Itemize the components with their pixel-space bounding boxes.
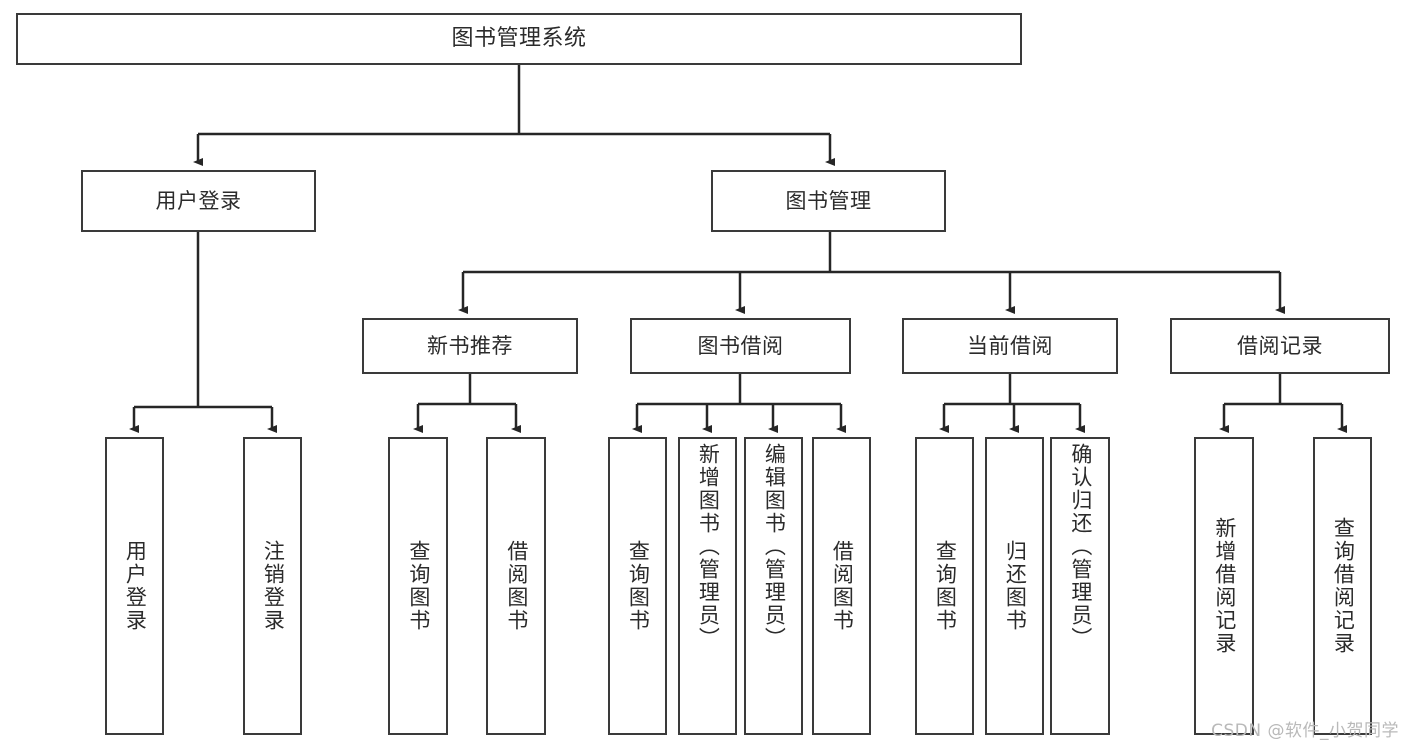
leaf-borrow-add-book[interactable]: 新增图书（管理员） [678, 437, 737, 735]
leaf-label: 查询图书 [626, 540, 651, 632]
leaf-label: 用户登录 [123, 540, 148, 632]
node-label: 借阅记录 [1237, 333, 1323, 358]
leaf-label: 查询借阅记录 [1331, 517, 1356, 655]
leaf-current-confirm-return[interactable]: 确认归还（管理员） [1050, 437, 1110, 735]
node-label: 图书管理系统 [451, 26, 587, 52]
leaf-label: 查询图书 [406, 540, 431, 632]
leaf-new-book-borrow[interactable]: 借阅图书 [486, 437, 546, 735]
leaf-label: 新增借阅记录 [1212, 517, 1237, 655]
node-current-borrow[interactable]: 当前借阅 [902, 318, 1118, 374]
node-user-login[interactable]: 用户登录 [81, 170, 316, 232]
leaf-borrow-query-book[interactable]: 查询图书 [608, 437, 667, 735]
leaf-borrow-edit-book[interactable]: 编辑图书（管理员） [744, 437, 803, 735]
leaf-current-query-book[interactable]: 查询图书 [915, 437, 974, 735]
node-book-management[interactable]: 图书管理 [711, 170, 946, 232]
leaf-label: 归还图书 [1003, 540, 1028, 632]
leaf-borrow-borrow-book[interactable]: 借阅图书 [812, 437, 871, 735]
leaf-label: 查询图书 [933, 540, 958, 632]
leaf-label: 确认归还（管理员） [1068, 443, 1093, 650]
node-new-book-recommend[interactable]: 新书推荐 [362, 318, 578, 374]
leaf-user-login-logout[interactable]: 注销登录 [243, 437, 302, 735]
node-borrow-record[interactable]: 借阅记录 [1170, 318, 1390, 374]
node-label: 新书推荐 [427, 333, 513, 358]
node-label: 用户登录 [155, 188, 242, 213]
leaf-label: 编辑图书（管理员） [762, 443, 787, 650]
leaf-label: 借阅图书 [504, 540, 529, 632]
node-label: 当前借阅 [967, 333, 1053, 358]
leaf-current-return-book[interactable]: 归还图书 [985, 437, 1044, 735]
node-label: 图书管理 [785, 188, 872, 213]
leaf-label: 借阅图书 [830, 540, 855, 632]
leaf-user-login-login[interactable]: 用户登录 [105, 437, 164, 735]
leaf-record-add[interactable]: 新增借阅记录 [1194, 437, 1254, 735]
leaf-label: 注销登录 [261, 540, 286, 632]
node-root-system[interactable]: 图书管理系统 [16, 13, 1022, 65]
node-book-borrow[interactable]: 图书借阅 [630, 318, 851, 374]
leaf-new-book-query[interactable]: 查询图书 [388, 437, 448, 735]
node-label: 图书借阅 [697, 333, 784, 358]
leaf-record-query[interactable]: 查询借阅记录 [1313, 437, 1372, 735]
leaf-label: 新增图书（管理员） [696, 443, 721, 650]
csdn-watermark: CSDN @软件_小贺同学 [1211, 721, 1399, 741]
